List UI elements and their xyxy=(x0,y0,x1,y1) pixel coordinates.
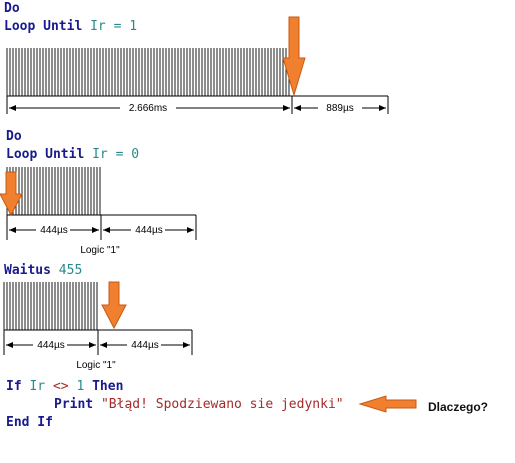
code-line-print: Print "Błąd! Spodziewano sie jedynki" xyxy=(54,397,344,412)
code-line-do-1: Do xyxy=(4,1,20,16)
burst-3-dim-a-label: 444µs xyxy=(37,340,64,351)
burst-3 xyxy=(3,282,98,330)
burst-2-logic-label: Logic "1" xyxy=(80,245,120,256)
arrow-left-question xyxy=(358,395,417,413)
gap-1-dim-label: 889µs xyxy=(326,103,353,114)
burst-1 xyxy=(6,48,290,96)
arrow-down-3 xyxy=(101,281,127,330)
burst-3-dim-b-label: 444µs xyxy=(131,340,158,351)
code-line-do-2: Do xyxy=(6,129,22,144)
question-label: Dlaczego? xyxy=(428,400,489,414)
burst-1-dim-label: 2.666ms xyxy=(129,103,167,114)
arrow-down-1 xyxy=(282,16,306,97)
code-line-loop-until-2: Loop Until Ir = 0 xyxy=(6,147,140,162)
code-line-end-if: End If xyxy=(6,415,53,430)
code-line-if: If Ir <> 1 Then xyxy=(6,379,124,394)
code-line-waitus: Waitus 455 xyxy=(4,263,83,278)
arrow-down-2 xyxy=(0,171,23,217)
burst-3-logic-label: Logic "1" xyxy=(76,360,116,371)
code-line-loop-until-1: Loop Until Ir = 1 xyxy=(4,19,138,34)
burst-2-dim-b-label: 444µs xyxy=(135,225,162,236)
burst-2-dim-a-label: 444µs xyxy=(40,225,67,236)
burst-2 xyxy=(6,167,101,215)
